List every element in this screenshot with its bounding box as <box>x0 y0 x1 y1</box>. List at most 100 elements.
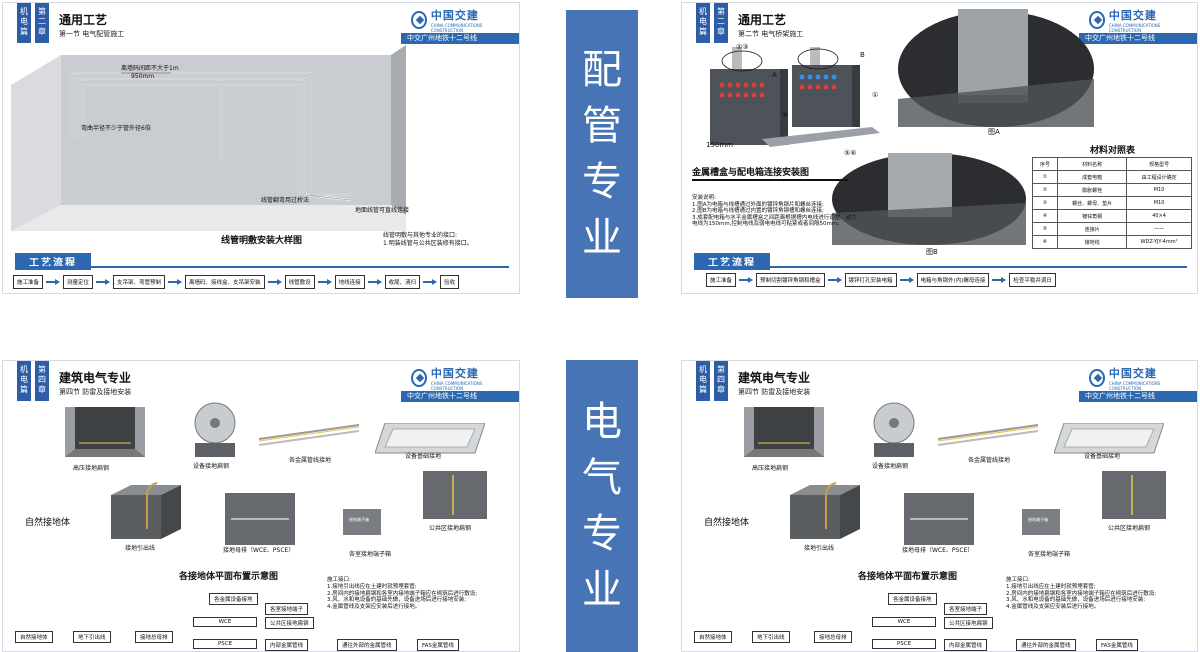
note-title: 施工接口: <box>327 577 351 583</box>
band-char: 管 <box>582 103 622 149</box>
flow-step: 支吊架、弯管预制 <box>113 275 166 289</box>
company-logo: 中国交建 CHINA COMMUNICATIONS CONSTRUCTION <box>411 367 503 391</box>
box-main-bus: 接地总母排 <box>814 631 852 643</box>
base-frame-illustration <box>1054 423 1164 454</box>
flow-step: 预制切割镀锌角钢和槽盒 <box>756 273 825 287</box>
table-cell: —— <box>1126 222 1192 236</box>
box-down-lead: 地下引出线 <box>73 631 111 643</box>
arrow-right-icon <box>423 279 438 285</box>
process-flow-title: 工艺流程 <box>694 253 770 270</box>
box-natural: 自然接地体 <box>15 631 53 643</box>
fan-illustration <box>873 402 915 457</box>
box-equip-ground: 各金属设备接地 <box>888 593 937 605</box>
slide-subtitle: 第二节 电气桥架施工 <box>738 30 804 38</box>
slide-grounding-left[interactable]: 机电篇 第四章 建筑电气专业 第四节 防雷及接地安装 中国交建 CHINA CO… <box>2 360 520 652</box>
terminal-box-illustration <box>1022 509 1060 535</box>
band-char: 电 <box>582 399 622 445</box>
logo-text: 中国交建 <box>1108 367 1157 380</box>
arrow-right-icon <box>267 279 282 285</box>
slide-title: 建筑电气专业 <box>738 371 811 385</box>
label-dimension: 950mm <box>131 73 155 80</box>
diagram-title: 各接地体平面布置示意图 <box>858 572 958 582</box>
table-cell: 成套电箱 <box>1057 170 1128 184</box>
note-line: 2.房间内的接地扁钢和各室内接地端子箱应在砌筑后进行敷设; <box>1006 590 1157 597</box>
label-lead-wire: 接地引出线 <box>804 545 835 552</box>
band-char: 专 <box>582 511 622 557</box>
note-line: 4.金属管线及支架应安装后进行接地。 <box>327 604 421 611</box>
logo-subtext: CHINA COMMUNICATIONS CONSTRUCTION <box>1108 381 1161 391</box>
box-inner-pipe: 内部金属管线 <box>265 639 309 651</box>
flow-step: 检查平稳并调日 <box>1009 273 1056 287</box>
diagram-title: 金属槽盒与配电箱连接安装图 <box>692 168 810 178</box>
interface-note: 线管明敷与其他专业的接口: 1.明装线管与公共区装修有接口。 <box>383 232 513 247</box>
box-room-term: 各室接地端子 <box>944 603 988 615</box>
box-fas-pipe: FAS金属管线 <box>1096 639 1138 651</box>
box-natural: 自然接地体 <box>694 631 732 643</box>
flow-divider <box>694 266 1187 268</box>
install-note: 安装说明: 1.图A为电箱与线槽通过外面的镀锌角钢片和螺丝连接; 2.图B为电箱… <box>692 195 858 228</box>
project-strip: 中交广州地铁十二号线 <box>1079 391 1197 402</box>
table-row: ① 成套电箱 由工程设计确定 <box>1031 170 1192 184</box>
arrow-right-icon <box>168 279 183 285</box>
logo-text: 中国交建 <box>430 367 479 380</box>
slide-tray-installation[interactable]: 机电篇 第二章 通用工艺 第二节 电气桥架施工 中国交建 CHINA COMMU… <box>681 2 1198 294</box>
box-equip-ground: 各金属设备接地 <box>209 593 258 605</box>
base-frame-illustration <box>375 423 485 454</box>
label-hv-steel: 高压接地扁钢 <box>752 465 789 472</box>
band-electrical: 电 气 专 业 <box>566 360 638 652</box>
section-tag: 第四章 <box>35 361 49 401</box>
label-terminal-plate: 接地端子箱 <box>1028 517 1048 522</box>
panels-illustration <box>710 47 880 147</box>
slide-subtitle: 第一节 电气配管施工 <box>59 30 125 38</box>
slide-title: 通用工艺 <box>59 13 108 27</box>
chapter-tag: 机电篇 <box>696 3 710 43</box>
label-room-box: 各室接地端子箱 <box>349 551 392 558</box>
slide-subtitle: 第四节 防雷及接地安装 <box>59 388 132 396</box>
table-row: ⑤ 连接片 —— <box>1031 222 1192 236</box>
arrow-right-icon <box>367 279 382 285</box>
hv-steel-illustration <box>744 407 824 457</box>
note-line: 1.接地引出线应在土建时就预埋套管; <box>1006 583 1096 590</box>
process-flow-title: 工艺流程 <box>15 253 91 270</box>
box-outer-pipe: 通往外部的金属管线 <box>1016 639 1076 651</box>
project-strip: 中交广州地铁十二号线 <box>401 33 519 44</box>
logo-text: 中国交建 <box>430 9 479 22</box>
chapter-tag: 机电篇 <box>696 361 710 401</box>
label-public-steel: 公共区接地扁钢 <box>1108 525 1151 532</box>
label-lead-wire: 接地引出线 <box>125 545 156 552</box>
table-cell: ④ <box>1031 209 1059 223</box>
label-n56: ⑤⑥ <box>844 149 857 157</box>
table-cell: ① <box>1031 170 1059 184</box>
label-n4: ④ <box>782 111 789 119</box>
hv-steel-illustration <box>65 407 145 457</box>
label-bus: 接地母排（WCE、PSCE） <box>902 547 974 554</box>
natural-ground-block <box>111 482 181 539</box>
diagram-title: 各接地体平面布置示意图 <box>179 572 279 582</box>
room-illustration <box>11 45 406 231</box>
label-hv-steel: 高压接地扁钢 <box>73 465 110 472</box>
company-logo: 中国交建 CHINA COMMUNICATIONS CONSTRUCTION <box>411 9 503 33</box>
box-psce: PSCE <box>872 639 936 649</box>
slide-subtitle: 第四节 防雷及接地安装 <box>738 388 811 396</box>
slide-title: 建筑电气专业 <box>59 371 132 385</box>
table-cell: ⑤ <box>1031 222 1059 236</box>
interface-note: 施工接口: 1.接地引出线应在土建时就预埋套管; 2.房间内的接地扁钢和各室内接… <box>1006 577 1196 611</box>
note-line: 3.成套配电箱与水平金属槽盒之间距离根据槽内电线进行调整。动力电线为150mm,… <box>692 214 857 228</box>
table-cell: M10 <box>1126 183 1192 197</box>
public-steel-illustration <box>423 471 487 519</box>
label-n23: ②③ <box>736 43 749 51</box>
label-wall-distance: 离墙码间距不大于1m <box>121 65 179 72</box>
table-row: ④ 镀锌角钢 40×4 <box>1031 209 1192 223</box>
table-cell: M10 <box>1126 196 1192 210</box>
label-bridge-method: 线管翻弯用过桥法 <box>261 197 310 204</box>
logo-mark-icon <box>1089 369 1105 387</box>
table-cell: 40×4 <box>1126 209 1192 223</box>
slide-grounding-right[interactable]: 机电篇 第四章 建筑电气专业 第四节 防雷及接地安装 中国交建 CHINA CO… <box>681 360 1198 652</box>
detail-b-illustration <box>832 153 1026 245</box>
note-line: 3.风、水和电设备的基础先做，设备进场后进行接地安装; <box>327 597 467 604</box>
bus-bar-illustration <box>225 493 295 545</box>
chapter-tag: 机电篇 <box>17 3 31 43</box>
table-cell: 接地线 <box>1057 235 1128 249</box>
bus-bar-illustration <box>904 493 974 545</box>
slide-conduit-installation[interactable]: 机电篇 第二章 通用工艺 第一节 电气配管施工 中国交建 CHINA COMMU… <box>2 2 520 294</box>
